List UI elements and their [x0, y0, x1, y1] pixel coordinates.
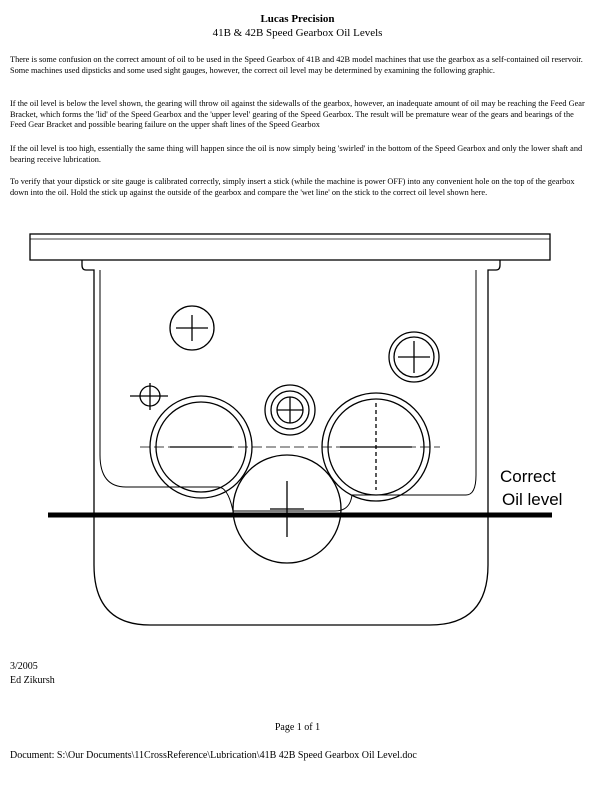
oil-level-label-line2: Oil level [502, 490, 562, 509]
upper-right-shaft-circle [388, 331, 440, 383]
paragraph-high-oil: If the oil level is too high, essentiall… [10, 144, 583, 164]
paragraph-low-oil: If the oil level is below the level show… [10, 99, 585, 130]
document-subtitle: 41B & 42B Speed Gearbox Oil Levels [212, 27, 383, 39]
gearbox-top-plate [29, 233, 551, 261]
center-small-shaft-circle [264, 384, 316, 436]
paragraph-verify: To verify that your dipstick or site gau… [10, 177, 575, 197]
upper-left-shaft-circle [169, 305, 215, 351]
page-number: Page 1 of 1 [274, 722, 321, 733]
gearbox-diagram: Correct Oil level [29, 233, 562, 626]
paragraph-intro: There is some confusion on the correct a… [10, 55, 583, 75]
lower-shaft-circle [232, 454, 342, 564]
document-title: Lucas Precision [260, 13, 335, 25]
footer-date: 3/2005 [10, 661, 38, 672]
oil-level-label-line1: Correct [500, 467, 556, 486]
footer-author: Ed Zikursh [10, 675, 55, 686]
gearbox-body-outline [81, 260, 501, 626]
document-path: Document: S:\Our Documents\11CrossRefere… [10, 750, 417, 761]
gearbox-inner-cavity [99, 270, 477, 512]
small-locator-circle [130, 383, 168, 410]
